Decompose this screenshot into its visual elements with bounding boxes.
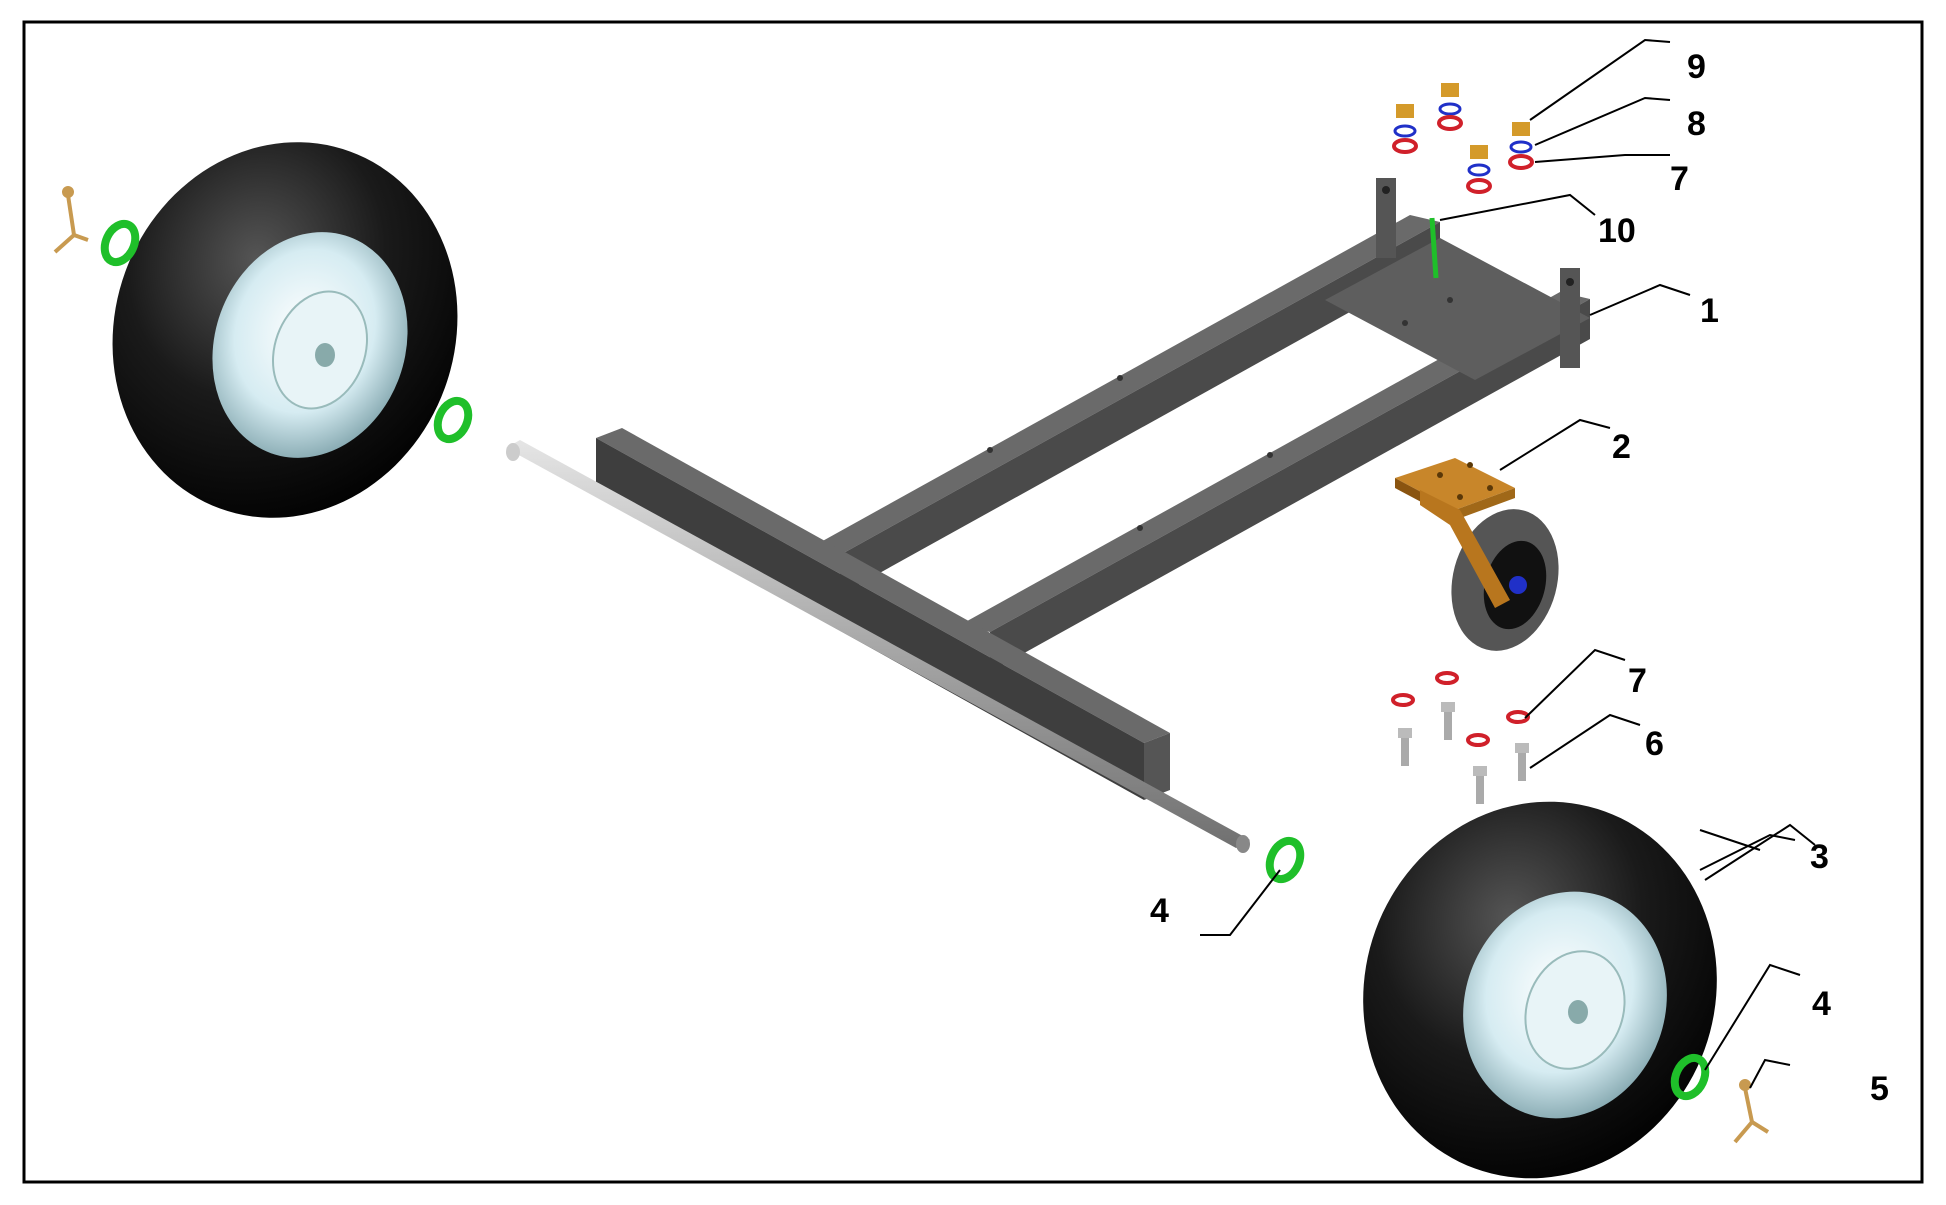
- washer-green-right-inner: [1265, 836, 1305, 884]
- leader-lines: [1200, 38, 1816, 1089]
- callout-9: 9: [1687, 48, 1706, 86]
- rear-upright-right: [1560, 268, 1580, 368]
- callout-6: 6: [1645, 725, 1664, 763]
- hardware-caster-bolts: [1391, 671, 1530, 804]
- callout-1: 1: [1700, 292, 1719, 330]
- callout-10: 10: [1598, 212, 1636, 250]
- callout-7-top: 7: [1670, 160, 1689, 198]
- callout-4-wheel: 4: [1812, 985, 1831, 1023]
- callout-4-axle: 4: [1150, 892, 1169, 930]
- cotter-pin-right: [1733, 1079, 1770, 1144]
- cotter-pin-left: [53, 186, 89, 254]
- washer-green-right-outer: [1670, 1053, 1710, 1101]
- diagram-border: [22, 20, 1924, 1184]
- rear-upright-left: [1376, 178, 1396, 258]
- callout-7-bottom: 7: [1628, 662, 1647, 700]
- washer-green-left-inner: [433, 396, 473, 444]
- wheel-left: [112, 142, 458, 518]
- caster-wheel: [1395, 458, 1559, 651]
- cart-frame: [596, 178, 1590, 800]
- callout-3: 3: [1810, 838, 1829, 876]
- gasket-strip: [1429, 217, 1439, 279]
- wheel-right: [1363, 801, 1717, 1179]
- callout-5: 5: [1870, 1070, 1889, 1108]
- callout-8: 8: [1687, 105, 1706, 143]
- washer-green-left-outer: [100, 219, 140, 267]
- callout-2: 2: [1612, 428, 1631, 466]
- hardware-stacks-top: [1392, 83, 1534, 194]
- axle-rod: [506, 440, 1250, 853]
